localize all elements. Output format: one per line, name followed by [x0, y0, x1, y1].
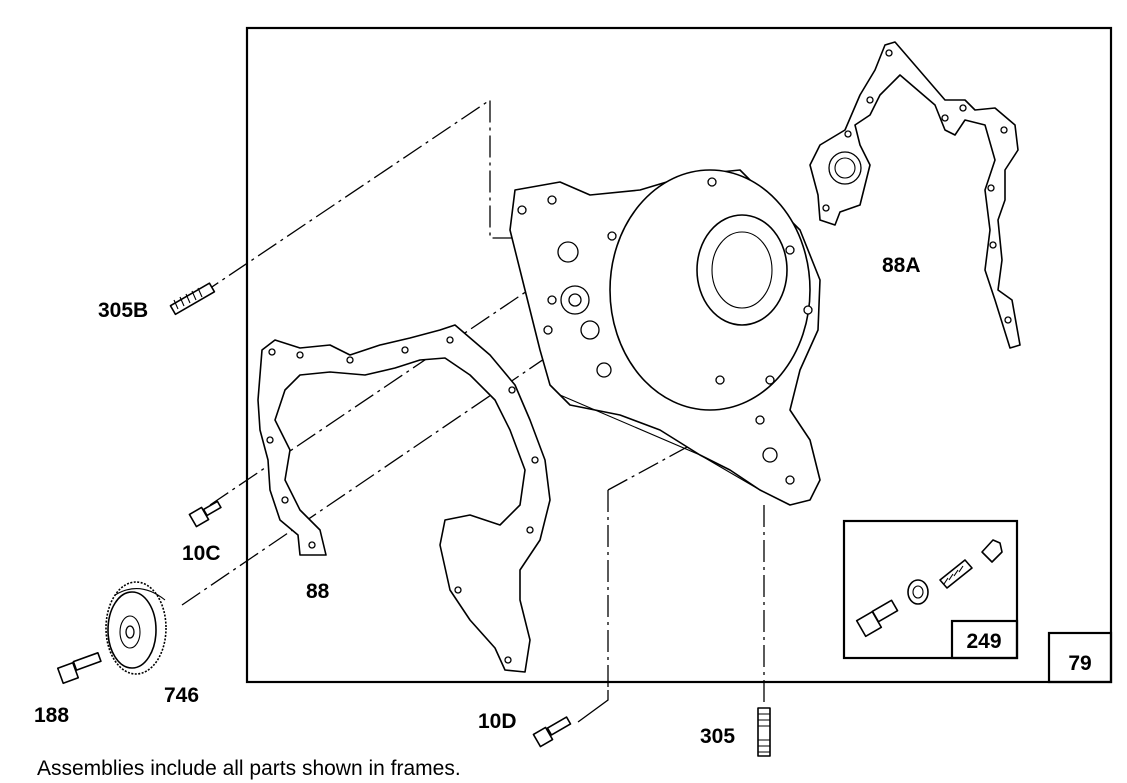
assembly-frame-249: 249 [842, 519, 1019, 660]
gasket-88 [257, 324, 551, 673]
part-label-746: 746 [164, 684, 199, 707]
part-label-88a: 88A [882, 254, 921, 277]
assembly-frame-79: 79 [245, 26, 1113, 684]
gasket-88a [809, 41, 1021, 349]
part-label-10d: 10D [478, 710, 517, 733]
bolt-10c [188, 500, 222, 528]
part-labels: 305B 88A 10C 88 746 188 10D 305 [34, 254, 921, 748]
bolt-188 [56, 651, 102, 685]
relief-valve-parts [855, 539, 1003, 638]
part-label-188: 188 [34, 704, 69, 727]
part-label-88: 88 [306, 580, 330, 603]
part-label-249: 249 [966, 630, 1001, 653]
part-label-305b: 305B [98, 299, 148, 322]
gear-746 [105, 581, 167, 675]
caption-text: Assemblies include all parts shown in fr… [37, 757, 461, 780]
part-label-305: 305 [700, 725, 735, 748]
timing-cover [509, 169, 821, 506]
bolt-10d [532, 716, 572, 748]
stud-305 [757, 707, 771, 757]
stud-305b [169, 282, 216, 316]
part-label-10c: 10C [182, 542, 221, 565]
part-label-79: 79 [1068, 652, 1091, 675]
